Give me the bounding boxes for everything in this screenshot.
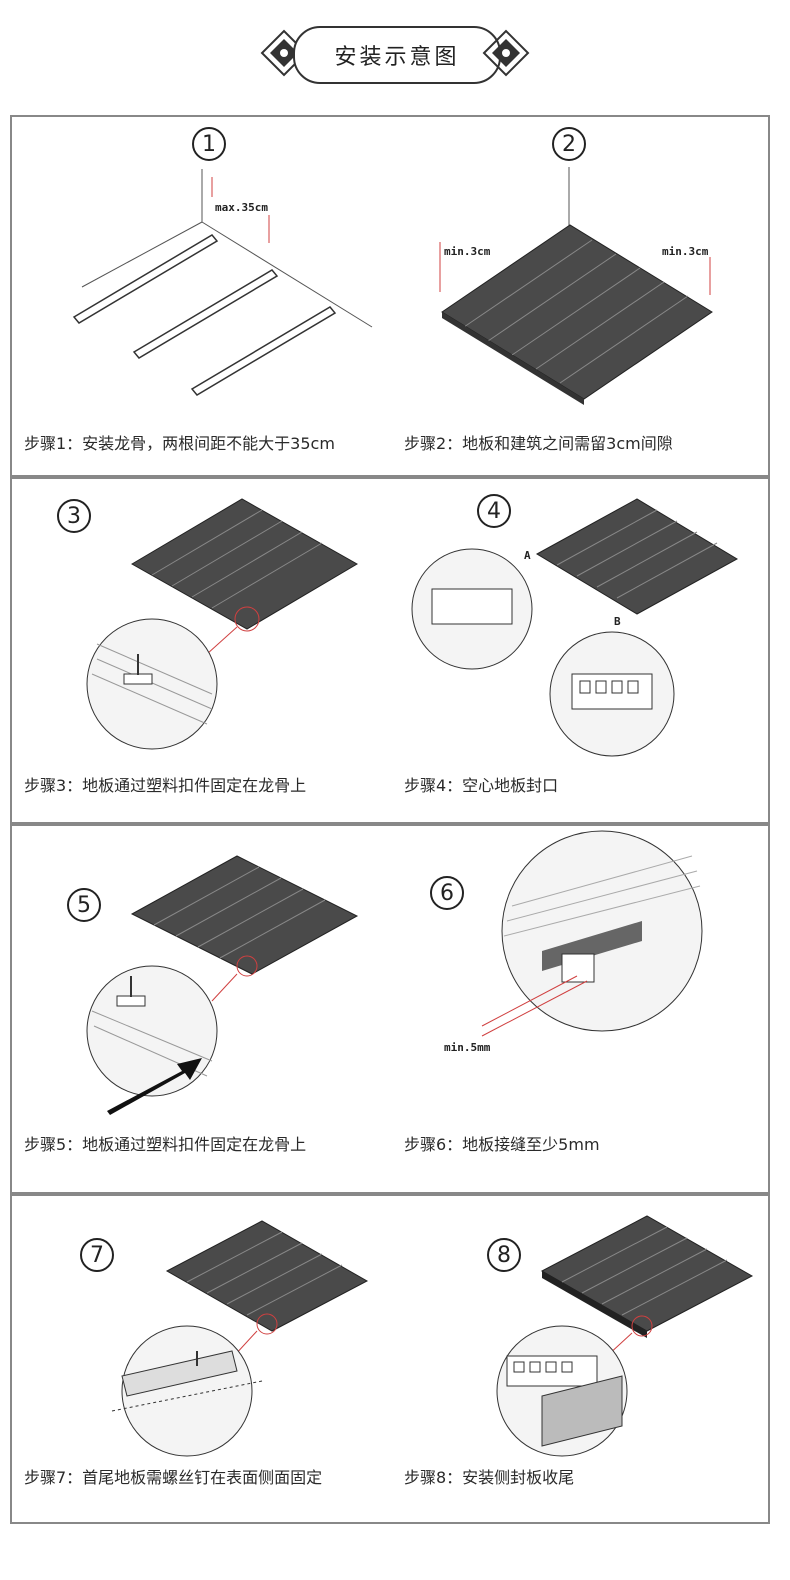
step-caption: 步骤3：地板通过塑料扣件固定在龙骨上 bbox=[24, 776, 307, 795]
step-1: 1 max.35cm 步骤1：安装龙骨，两根间距不能大于35cm bbox=[12, 117, 392, 475]
panel-row-2: 3 步骤3：地板通过塑料扣件固定在龙骨上 4 A B 步骤4：空心地板封口 bbox=[10, 477, 770, 824]
step-number: 7 bbox=[80, 1238, 114, 1272]
ornament-right-icon bbox=[482, 29, 530, 77]
step-caption: 步骤2：地板和建筑之间需留3cm间隙 bbox=[404, 434, 673, 453]
page-title: 安装示意图 bbox=[293, 26, 501, 84]
joint-gap-label: min.5mm bbox=[444, 1041, 491, 1054]
header: 安装示意图 bbox=[0, 0, 790, 115]
step-8: 8 步骤8：安装侧封板收尾 bbox=[392, 1196, 772, 1522]
point-a-label: A bbox=[524, 549, 531, 562]
step-number: 8 bbox=[487, 1238, 521, 1272]
step-3: 3 步骤3：地板通过塑料扣件固定在龙骨上 bbox=[12, 479, 392, 822]
step-4: 4 A B 步骤4：空心地板封口 bbox=[392, 479, 772, 822]
step-number: 4 bbox=[477, 494, 511, 528]
step-3-diagram bbox=[86, 498, 358, 750]
step-6-diagram: min.5mm bbox=[444, 830, 703, 1054]
step-8-diagram bbox=[496, 1215, 754, 1457]
step-2-diagram: min.3cm min.3cm bbox=[439, 167, 713, 405]
step-number: 2 bbox=[552, 127, 586, 161]
step-4-diagram: A B bbox=[411, 498, 739, 757]
step-7: 7 步骤7：首尾地板需螺丝钉在表面侧面固定 bbox=[12, 1196, 392, 1522]
step-number: 5 bbox=[67, 888, 101, 922]
step-2: 2 min.3cm min.3cm 步骤2：地板和建筑之间需留3cm间隙 bbox=[392, 117, 772, 475]
step-number: 1 bbox=[192, 127, 226, 161]
panel-row-4: 7 步骤7：首尾地板需螺丝钉在表面侧面固定 8 步骤8：安装侧封板收尾 bbox=[10, 1194, 770, 1524]
step-number: 6 bbox=[430, 876, 464, 910]
step-6: 6 min.5mm 步骤6：地板接缝至少5mm bbox=[392, 826, 772, 1192]
gap-label-left: min.3cm bbox=[444, 245, 491, 258]
step-7-diagram bbox=[111, 1220, 369, 1457]
step-caption: 步骤4：空心地板封口 bbox=[404, 776, 559, 795]
step-5: 5 步骤5：地板通过塑料扣件固定在龙骨上 bbox=[12, 826, 392, 1192]
step-caption: 步骤1：安装龙骨，两根间距不能大于35cm bbox=[24, 434, 335, 453]
step-1-diagram: max.35cm bbox=[72, 169, 373, 396]
panel-row-3: 5 步骤5：地板通过塑料扣件固定在龙骨上 6 min.5mm 步骤6：地板接缝至… bbox=[10, 824, 770, 1194]
step-number: 3 bbox=[57, 499, 91, 533]
point-b-label: B bbox=[614, 615, 621, 628]
dimension-label: max.35cm bbox=[215, 201, 268, 214]
step-caption: 步骤8：安装侧封板收尾 bbox=[404, 1468, 575, 1487]
step-5-diagram bbox=[86, 855, 359, 1115]
gap-label-right: min.3cm bbox=[662, 245, 709, 258]
step-caption: 步骤7：首尾地板需螺丝钉在表面侧面固定 bbox=[24, 1468, 323, 1487]
step-caption: 步骤6：地板接缝至少5mm bbox=[404, 1135, 600, 1154]
ornament-left-icon bbox=[260, 29, 308, 77]
step-caption: 步骤5：地板通过塑料扣件固定在龙骨上 bbox=[24, 1135, 307, 1154]
panel-row-1: 1 max.35cm 步骤1：安装龙骨，两根间距不能大于35cm 2 bbox=[10, 115, 770, 477]
